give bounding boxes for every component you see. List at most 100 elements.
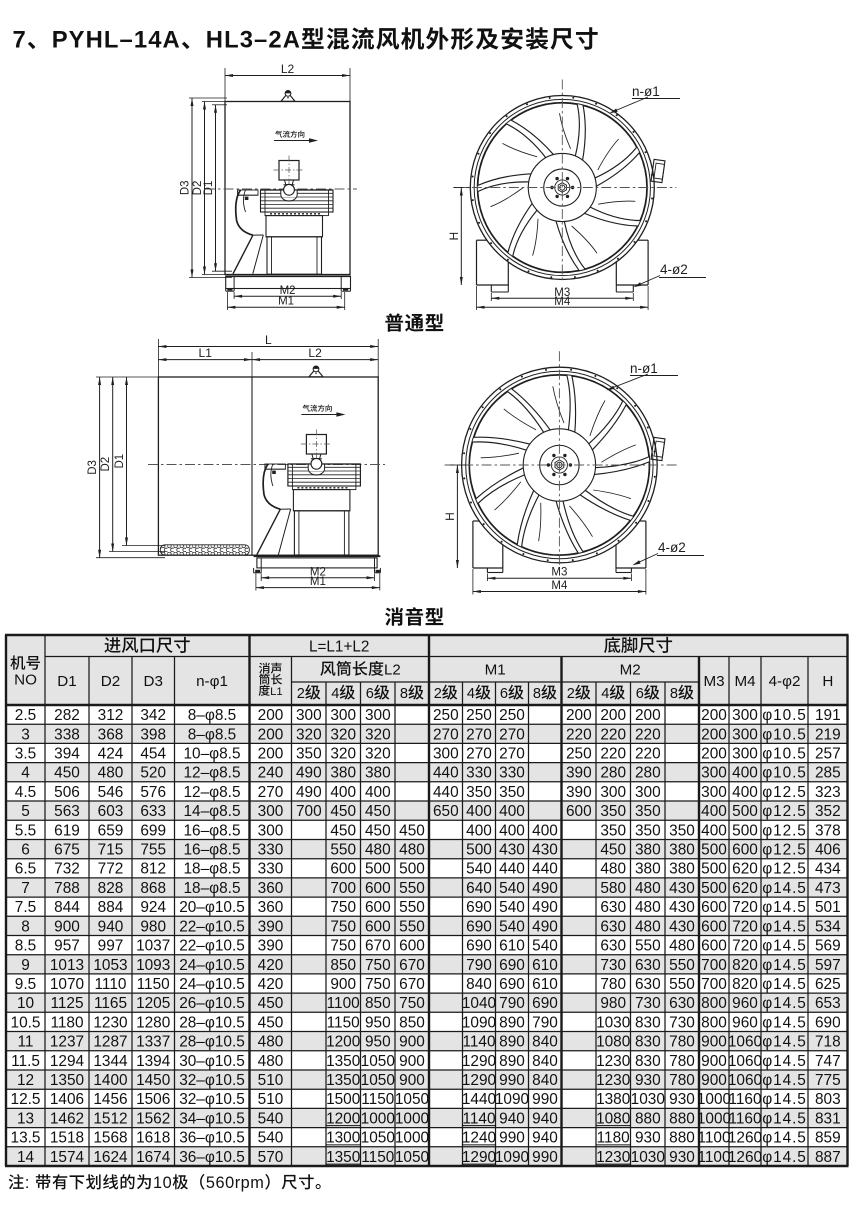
svg-text:1100: 1100: [327, 995, 360, 1012]
svg-text:890: 890: [499, 1053, 525, 1070]
svg-text:380: 380: [669, 861, 695, 878]
svg-text:11.5: 11.5: [11, 1053, 40, 1070]
svg-text:1574: 1574: [50, 1149, 85, 1166]
svg-text:600: 600: [365, 918, 391, 935]
svg-text:490: 490: [296, 765, 322, 782]
svg-text:380: 380: [365, 765, 391, 782]
svg-text:390: 390: [566, 784, 592, 801]
svg-text:630: 630: [635, 976, 661, 993]
svg-text:4: 4: [467, 686, 475, 702]
svg-text:φ14.5: φ14.5: [762, 1014, 806, 1031]
svg-text:2.5: 2.5: [15, 707, 36, 724]
svg-text:32–φ10.5: 32–φ10.5: [179, 1091, 245, 1108]
svg-text:1180: 1180: [597, 1130, 630, 1147]
svg-text:350: 350: [600, 822, 626, 839]
svg-text:16–φ8.5: 16–φ8.5: [183, 822, 240, 839]
svg-text:690: 690: [466, 899, 492, 916]
svg-text:1080: 1080: [596, 1110, 630, 1127]
svg-text:1562: 1562: [136, 1110, 170, 1127]
svg-text:1070: 1070: [50, 976, 84, 993]
svg-text:1462: 1462: [50, 1110, 84, 1127]
svg-text:φ12.5: φ12.5: [762, 842, 806, 859]
svg-text:H: H: [443, 512, 457, 521]
svg-text:980: 980: [600, 995, 626, 1012]
svg-text:L2: L2: [281, 62, 295, 76]
svg-text:1050: 1050: [395, 1091, 429, 1108]
svg-text:330: 330: [499, 765, 525, 782]
svg-text:400: 400: [466, 822, 492, 839]
svg-text:2: 2: [567, 686, 575, 702]
svg-text:480: 480: [258, 1034, 284, 1051]
svg-text:PYHL–14A: PYHL–14A: [52, 27, 181, 54]
svg-text:1200: 1200: [326, 1110, 360, 1127]
svg-text:633: 633: [140, 803, 166, 820]
svg-text:φ14.5: φ14.5: [762, 1091, 806, 1108]
svg-text:540: 540: [258, 1110, 284, 1127]
svg-text:732: 732: [54, 861, 80, 878]
svg-text:840: 840: [532, 1072, 558, 1089]
svg-text:n-ø1: n-ø1: [630, 361, 658, 376]
svg-text:φ14.5: φ14.5: [762, 899, 806, 916]
svg-text:690: 690: [815, 1014, 841, 1031]
svg-text:473: 473: [815, 880, 841, 897]
svg-text:569: 569: [815, 938, 841, 955]
svg-text:828: 828: [98, 880, 124, 897]
svg-text:380: 380: [669, 842, 695, 859]
svg-text:4: 4: [21, 765, 30, 782]
svg-text:1140: 1140: [462, 1034, 495, 1051]
svg-text:1090: 1090: [495, 1091, 529, 1108]
svg-text:800: 800: [701, 995, 727, 1012]
svg-text:320: 320: [365, 726, 391, 743]
svg-text:320: 320: [365, 745, 391, 762]
svg-text:980: 980: [140, 918, 166, 935]
svg-text:840: 840: [466, 976, 492, 993]
svg-text:M4: M4: [554, 296, 571, 308]
svg-text:1200: 1200: [326, 1034, 360, 1051]
svg-text:280: 280: [600, 765, 626, 782]
svg-text:990: 990: [499, 1130, 525, 1147]
svg-text:1100: 1100: [697, 1149, 730, 1166]
svg-text:1060: 1060: [728, 1053, 762, 1070]
svg-text:1350: 1350: [326, 1072, 360, 1089]
svg-text:1344: 1344: [93, 1053, 128, 1070]
svg-text:480: 480: [635, 918, 661, 935]
svg-text:350: 350: [296, 745, 322, 762]
svg-text:490: 490: [532, 899, 558, 916]
svg-text:4-ø2: 4-ø2: [660, 262, 688, 277]
svg-text:L1: L1: [270, 686, 283, 698]
svg-text:450: 450: [54, 765, 80, 782]
svg-text:D1: D1: [114, 454, 126, 469]
svg-text:1060: 1060: [728, 1034, 762, 1051]
svg-text:1013: 1013: [50, 957, 84, 974]
svg-text:L2: L2: [308, 346, 322, 360]
svg-text:8: 8: [533, 686, 541, 702]
svg-text:563: 563: [54, 803, 80, 820]
svg-text:1440: 1440: [462, 1091, 496, 1108]
svg-text:1260: 1260: [728, 1149, 762, 1166]
svg-text:φ10.5: φ10.5: [762, 745, 806, 762]
svg-text:φ10.5: φ10.5: [762, 765, 806, 782]
svg-text:6: 6: [366, 686, 374, 702]
svg-text:36–φ10.5: 36–φ10.5: [179, 1149, 245, 1166]
svg-text:200: 200: [635, 707, 661, 724]
svg-text:1000: 1000: [697, 1091, 731, 1108]
svg-text:480: 480: [600, 861, 626, 878]
svg-text:450: 450: [330, 822, 356, 839]
svg-text:950: 950: [365, 1014, 391, 1031]
svg-text:715: 715: [98, 842, 124, 859]
svg-text::: :: [25, 1174, 30, 1192]
svg-text:200: 200: [600, 707, 626, 724]
svg-text:1160: 1160: [728, 1091, 761, 1108]
svg-text:450: 450: [600, 842, 626, 859]
svg-text:400: 400: [365, 784, 391, 801]
svg-text:390: 390: [258, 938, 284, 955]
svg-text:630: 630: [600, 918, 626, 935]
svg-text:L=L1+L2: L=L1+L2: [309, 639, 369, 656]
svg-text:820: 820: [732, 957, 758, 974]
svg-text:13.5: 13.5: [11, 1130, 41, 1147]
svg-text:250: 250: [466, 707, 492, 724]
svg-text:780: 780: [600, 976, 626, 993]
svg-text:930: 930: [635, 1072, 661, 1089]
svg-text:n-ø1: n-ø1: [632, 84, 660, 99]
svg-text:830: 830: [635, 1053, 661, 1070]
